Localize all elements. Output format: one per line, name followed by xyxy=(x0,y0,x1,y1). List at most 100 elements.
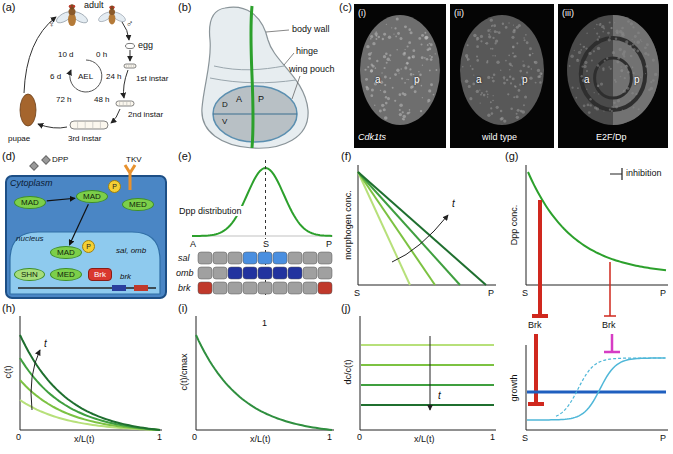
protein-oval: MAD xyxy=(14,196,46,209)
disc-texture xyxy=(370,70,373,73)
disc-texture xyxy=(493,73,496,76)
disc-texture xyxy=(371,89,374,92)
disc-texture xyxy=(490,107,492,109)
disc-texture xyxy=(503,82,506,85)
disc-texture xyxy=(421,44,423,46)
disc-texture xyxy=(399,93,402,96)
label: 0 h xyxy=(96,50,107,59)
label: (g) xyxy=(505,150,518,163)
protein-oval: MAD xyxy=(50,246,82,259)
disc-texture xyxy=(619,30,623,34)
node-text: SHN xyxy=(21,270,38,279)
legend-text: inhibition xyxy=(626,168,662,178)
label: t xyxy=(44,338,47,350)
disc-texture xyxy=(394,27,396,29)
disc-texture xyxy=(372,42,375,45)
expression-cell xyxy=(303,267,317,279)
disc-texture xyxy=(378,36,380,38)
dv-boundary xyxy=(213,113,297,114)
disc-texture xyxy=(403,118,405,120)
disc-texture xyxy=(613,101,616,104)
cycle-arrow xyxy=(124,70,129,98)
disc-texture xyxy=(611,110,613,112)
disc-texture xyxy=(398,72,399,73)
disc-texture xyxy=(491,77,493,79)
disc-texture xyxy=(529,47,532,50)
label: (d) xyxy=(2,150,15,163)
micrograph-background xyxy=(354,4,446,148)
node-text: MED xyxy=(129,200,147,209)
disc-texture xyxy=(467,44,469,46)
disc-texture xyxy=(508,54,510,56)
time-arrow xyxy=(430,336,431,410)
disc-texture xyxy=(370,35,373,38)
disc-texture xyxy=(476,39,478,41)
disc-texture xyxy=(616,32,619,35)
label: (h) xyxy=(2,302,15,315)
disc-texture xyxy=(516,113,518,115)
cycle-arrow xyxy=(130,50,131,61)
disc-texture xyxy=(491,25,493,27)
disc-texture xyxy=(648,88,651,91)
disc-texture xyxy=(516,116,519,119)
disc-texture xyxy=(619,48,622,51)
disc-texture xyxy=(601,25,604,28)
label: 1 xyxy=(262,318,267,328)
disc-texture xyxy=(624,77,626,79)
disc-texture xyxy=(634,35,637,38)
disc-texture xyxy=(510,82,512,84)
disc-texture xyxy=(481,92,483,94)
disc-texture xyxy=(578,51,581,54)
disc-texture xyxy=(620,70,623,73)
axis-title: morphogen conc. xyxy=(343,190,353,260)
cycle-arrow xyxy=(24,17,56,93)
label: (j) xyxy=(341,302,351,315)
inhibition-symbol xyxy=(610,168,622,180)
disc-texture xyxy=(529,54,531,56)
disc-texture xyxy=(627,20,630,23)
disc-texture xyxy=(394,73,397,76)
disc-texture xyxy=(422,64,423,65)
disc-texture xyxy=(368,53,371,56)
disc-texture xyxy=(487,29,490,32)
disc-texture xyxy=(636,50,639,53)
disc-texture xyxy=(491,112,494,115)
disc-texture xyxy=(569,65,571,67)
inhibition-bar xyxy=(604,262,616,316)
expression-cell xyxy=(243,282,257,294)
disc-texture xyxy=(524,39,526,41)
label: S xyxy=(522,433,528,443)
disc-texture xyxy=(580,49,582,51)
phosphate-tag: P xyxy=(108,180,121,193)
disc-texture xyxy=(644,46,647,49)
disc-texture xyxy=(427,99,430,102)
label: Dpp distribution xyxy=(178,206,243,216)
disc-texture xyxy=(408,41,411,44)
disc-texture xyxy=(480,94,482,96)
expression-cell xyxy=(288,282,302,294)
disc-texture xyxy=(534,61,537,64)
disc-texture xyxy=(500,110,503,113)
disc-texture xyxy=(652,59,655,62)
disc-texture xyxy=(647,54,650,57)
disc-texture xyxy=(365,78,368,81)
disc-texture xyxy=(421,56,424,59)
cytoplasm-region: CytoplasmMADMADMEDnucleusMADMEDSHNBrk xyxy=(6,176,166,298)
larva-segment xyxy=(126,102,127,105)
disc-texture xyxy=(399,103,403,107)
disc-texture xyxy=(571,87,573,89)
label: S xyxy=(354,288,360,298)
disc-texture xyxy=(538,75,541,78)
disc-texture xyxy=(376,35,378,37)
expression-cell xyxy=(213,267,227,279)
disc-texture xyxy=(580,44,582,46)
disc-texture xyxy=(476,37,479,40)
disc-texture xyxy=(500,117,503,120)
disc-texture xyxy=(370,69,373,72)
label: S xyxy=(262,239,270,249)
larva xyxy=(116,101,134,106)
disc-texture xyxy=(428,89,431,92)
label: 0 xyxy=(192,432,197,442)
protein-oval: SHN xyxy=(14,268,45,281)
disc-texture xyxy=(599,66,600,67)
